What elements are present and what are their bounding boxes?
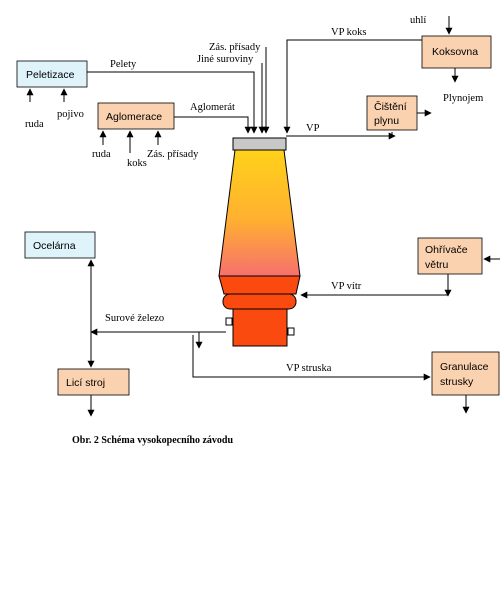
granulace-label-2: strusky xyxy=(440,376,474,388)
label-ruda-2: ruda xyxy=(92,149,111,160)
box-koksovna: Koksovna xyxy=(421,35,492,69)
furnace-bosh xyxy=(218,275,301,295)
furnace-shaft xyxy=(218,149,301,277)
koksovna-label: Koksovna xyxy=(432,46,478,58)
ohrivace-label-1: Ohřívače xyxy=(425,244,468,256)
label-pelety: Pelety xyxy=(110,59,137,70)
label-pojivo: pojivo xyxy=(57,109,84,120)
label-vp-koks: VP koks xyxy=(331,27,367,38)
ocelarna-label: Ocelárna xyxy=(33,240,76,252)
label-jine-suroviny: Jiné suroviny xyxy=(197,54,254,65)
box-ohrivace-vetru: Ohřívače větru xyxy=(417,237,483,275)
blast-furnace xyxy=(218,137,301,347)
slag-taphole xyxy=(287,327,295,336)
ohrivace-label-2: větru xyxy=(425,259,449,271)
flow-arrows xyxy=(26,16,500,417)
label-zas-prisady-bottom: Zás. přísady xyxy=(147,149,199,160)
peletizace-label: Peletizace xyxy=(26,69,75,81)
arrow-aglomerat xyxy=(174,116,252,134)
box-aglomerace: Aglomerace xyxy=(97,102,175,130)
box-ocelarna: Ocelárna xyxy=(24,231,96,259)
arrow-pelety xyxy=(87,71,258,134)
box-peletizace: Peletizace xyxy=(16,60,88,88)
granulace-label-1: Granulace xyxy=(440,361,489,373)
label-surove-zelezo: Surové železo xyxy=(105,313,164,324)
label-koks: koks xyxy=(127,158,147,169)
box-granulace-strusky: Granulace strusky xyxy=(431,351,500,396)
arrow-vp-struska xyxy=(192,335,431,381)
aglomerace-label: Aglomerace xyxy=(106,111,162,123)
furnace-hearth xyxy=(232,308,288,347)
cisteni-label-2: plynu xyxy=(374,115,399,127)
cisteni-label-1: Čištění xyxy=(374,100,407,113)
label-aglomerat: Aglomerát xyxy=(190,102,235,113)
furnace-tuyere-ring xyxy=(222,293,297,310)
label-vp-vitr: VP vítr xyxy=(331,281,362,292)
box-cisteni-plynu: Čištění plynu xyxy=(366,95,418,131)
label-zas-prisady-top: Zás. přísady xyxy=(209,42,261,53)
label-plynojem: Plynojem xyxy=(443,93,483,104)
iron-taphole xyxy=(225,317,233,326)
box-lici-stroj: Licí stroj xyxy=(57,368,130,396)
arrow-vp-vitr xyxy=(300,274,449,299)
labels: uhlí VP koks Zás. přísady Jiné suroviny … xyxy=(25,15,483,446)
label-uhli: uhlí xyxy=(410,15,426,26)
label-vp-struska: VP struska xyxy=(286,363,332,374)
furnace-lid xyxy=(232,137,287,151)
arrow-vp-koks xyxy=(283,39,422,134)
arrow-vp xyxy=(286,132,393,137)
label-ruda-1: ruda xyxy=(25,119,44,130)
lici-stroj-label: Licí stroj xyxy=(66,377,105,389)
figure-caption: Obr. 2 Schéma vysokopecního závodu xyxy=(72,435,233,446)
label-vp: VP xyxy=(306,123,320,134)
